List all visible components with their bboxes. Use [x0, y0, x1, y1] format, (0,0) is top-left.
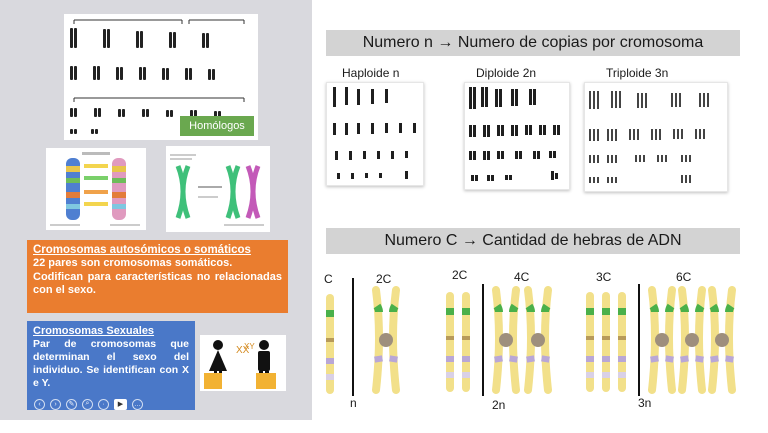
sex-chromosomes-text: Par de cromosomas que determinan el sexo… [33, 338, 189, 389]
karyotype-row-1 [70, 28, 209, 48]
c-value-chromosome-figures [326, 286, 768, 394]
sex-chromosomes-title: Cromosomas Sexuales [33, 325, 155, 337]
autosomal-line-1: 22 pares son cromosomas somáticos. [33, 257, 233, 269]
c-label-1c: C [324, 272, 333, 286]
slide-toolbar: ‹ › ✎ ⌕ · ▶ … [34, 397, 143, 411]
triploid-karyotype-figure [584, 82, 728, 192]
male-xy-label: XY [244, 342, 255, 351]
video-icon[interactable]: ▶ [114, 398, 127, 410]
n-label-n: n [350, 396, 357, 410]
ellipsis-icon[interactable]: … [132, 398, 143, 410]
c-value-header: Numero C → Cantidad de hebras de ADN [326, 228, 740, 254]
triploid-label: Triploide 3n [606, 66, 669, 80]
autosomal-line-2: Codifican para características no relaci… [33, 270, 282, 297]
divider-2n [482, 284, 484, 396]
more-icon[interactable]: · [98, 398, 109, 410]
haploid-label: Haploide n [342, 66, 400, 80]
diploid-label: Diploide 2n [476, 66, 537, 80]
arrow-left-icon[interactable]: ‹ [34, 398, 45, 410]
sister-chromatids-figure [166, 146, 270, 232]
divider-n [352, 278, 354, 396]
c-label-6c: 6C [676, 270, 692, 284]
c-label-2c-b: 2C [452, 268, 468, 282]
c-label-2c-a: 2C [376, 272, 392, 286]
female-xx-label: XX [236, 345, 250, 356]
karyotype-row-3 [70, 108, 221, 117]
sex-symbols-figure: XX XY [200, 335, 286, 391]
autosomal-chromosomes-box: Cromosomas autosómicos o somáticos 22 pa… [27, 240, 288, 313]
pen-icon[interactable]: ✎ [66, 398, 77, 410]
autosomal-title: Cromosomas autosómicos o somáticos [33, 244, 251, 256]
ploidy-header: Numero n → Numero de copias por cromosom… [326, 30, 740, 56]
right-slide: Numero n → Numero de copias por cromosom… [316, 0, 768, 420]
left-slide: Homólogos [0, 0, 312, 420]
homologous-karyotype-figure [64, 14, 258, 140]
sex-chromosomes-box: Cromosomas Sexuales Par de cromosomas qu… [27, 321, 195, 410]
divider-3n [638, 284, 640, 396]
karyotype-bracket-lines [73, 19, 245, 102]
karyotype-row-2 [70, 66, 215, 80]
female-head-icon [213, 340, 223, 350]
diploid-karyotype-figure [464, 82, 570, 190]
arrow-right-icon[interactable]: › [50, 398, 61, 410]
c-label-4c: 4C [514, 270, 530, 284]
c-label-3c: 3C [596, 270, 612, 284]
n-label-3n: 3n [638, 396, 652, 410]
zoom-icon[interactable]: ⌕ [82, 398, 93, 410]
female-body-icon [209, 350, 227, 371]
homologos-badge: Homólogos [180, 116, 254, 136]
male-head-icon [259, 340, 269, 350]
homologous-genes-figure [46, 148, 146, 230]
n-label-2n: 2n [492, 398, 506, 412]
haploid-karyotype-figure [326, 82, 424, 186]
karyotype-row-4 [70, 129, 98, 134]
